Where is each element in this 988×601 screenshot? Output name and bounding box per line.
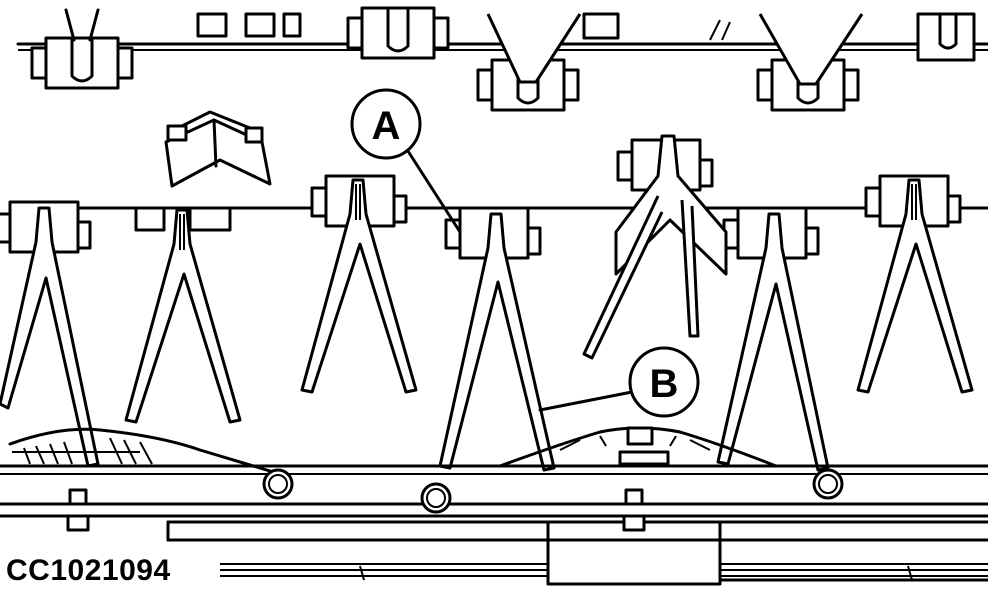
main-frame <box>0 464 988 586</box>
upper-clamp-5 <box>582 12 620 40</box>
upper-tine-row <box>30 6 976 112</box>
tine-6 <box>716 212 830 472</box>
tine-5 <box>582 134 728 360</box>
callout-b: B <box>538 346 700 418</box>
guide-rails <box>220 563 988 582</box>
upper-clamp-7 <box>916 12 976 62</box>
upper-clamp-3 <box>346 6 450 60</box>
callout-b-leader <box>538 390 634 412</box>
rotor-hub-left <box>8 427 282 476</box>
upper-clamp-2 <box>196 12 302 38</box>
loose-tine-bracket <box>164 110 272 188</box>
upper-tine-4 <box>486 13 582 84</box>
tine-4 <box>438 212 556 472</box>
bolts <box>66 488 646 532</box>
rollers <box>262 468 844 514</box>
lower-clamp-2 <box>134 206 232 232</box>
callout-a-leader <box>404 146 462 234</box>
callout-a: A <box>350 88 462 234</box>
figure-id-label: CC1021094 <box>6 554 171 587</box>
upper-tine-1 <box>64 8 100 42</box>
callout-a-letter: A <box>372 104 401 148</box>
callout-a-circle <box>350 88 422 160</box>
upper-tine-6 <box>758 13 864 86</box>
bolt-1 <box>66 488 90 532</box>
callout-b-letter: B <box>650 362 679 406</box>
tine-1 <box>0 206 100 468</box>
tine-2 <box>124 208 242 424</box>
rotor-hub-center <box>498 426 778 468</box>
callout-b-circle <box>628 346 700 418</box>
bolt-2 <box>622 488 646 532</box>
upper-clamp-1 <box>30 36 134 90</box>
lower-clamp-row <box>0 138 962 260</box>
lower-tine-row <box>0 134 974 472</box>
